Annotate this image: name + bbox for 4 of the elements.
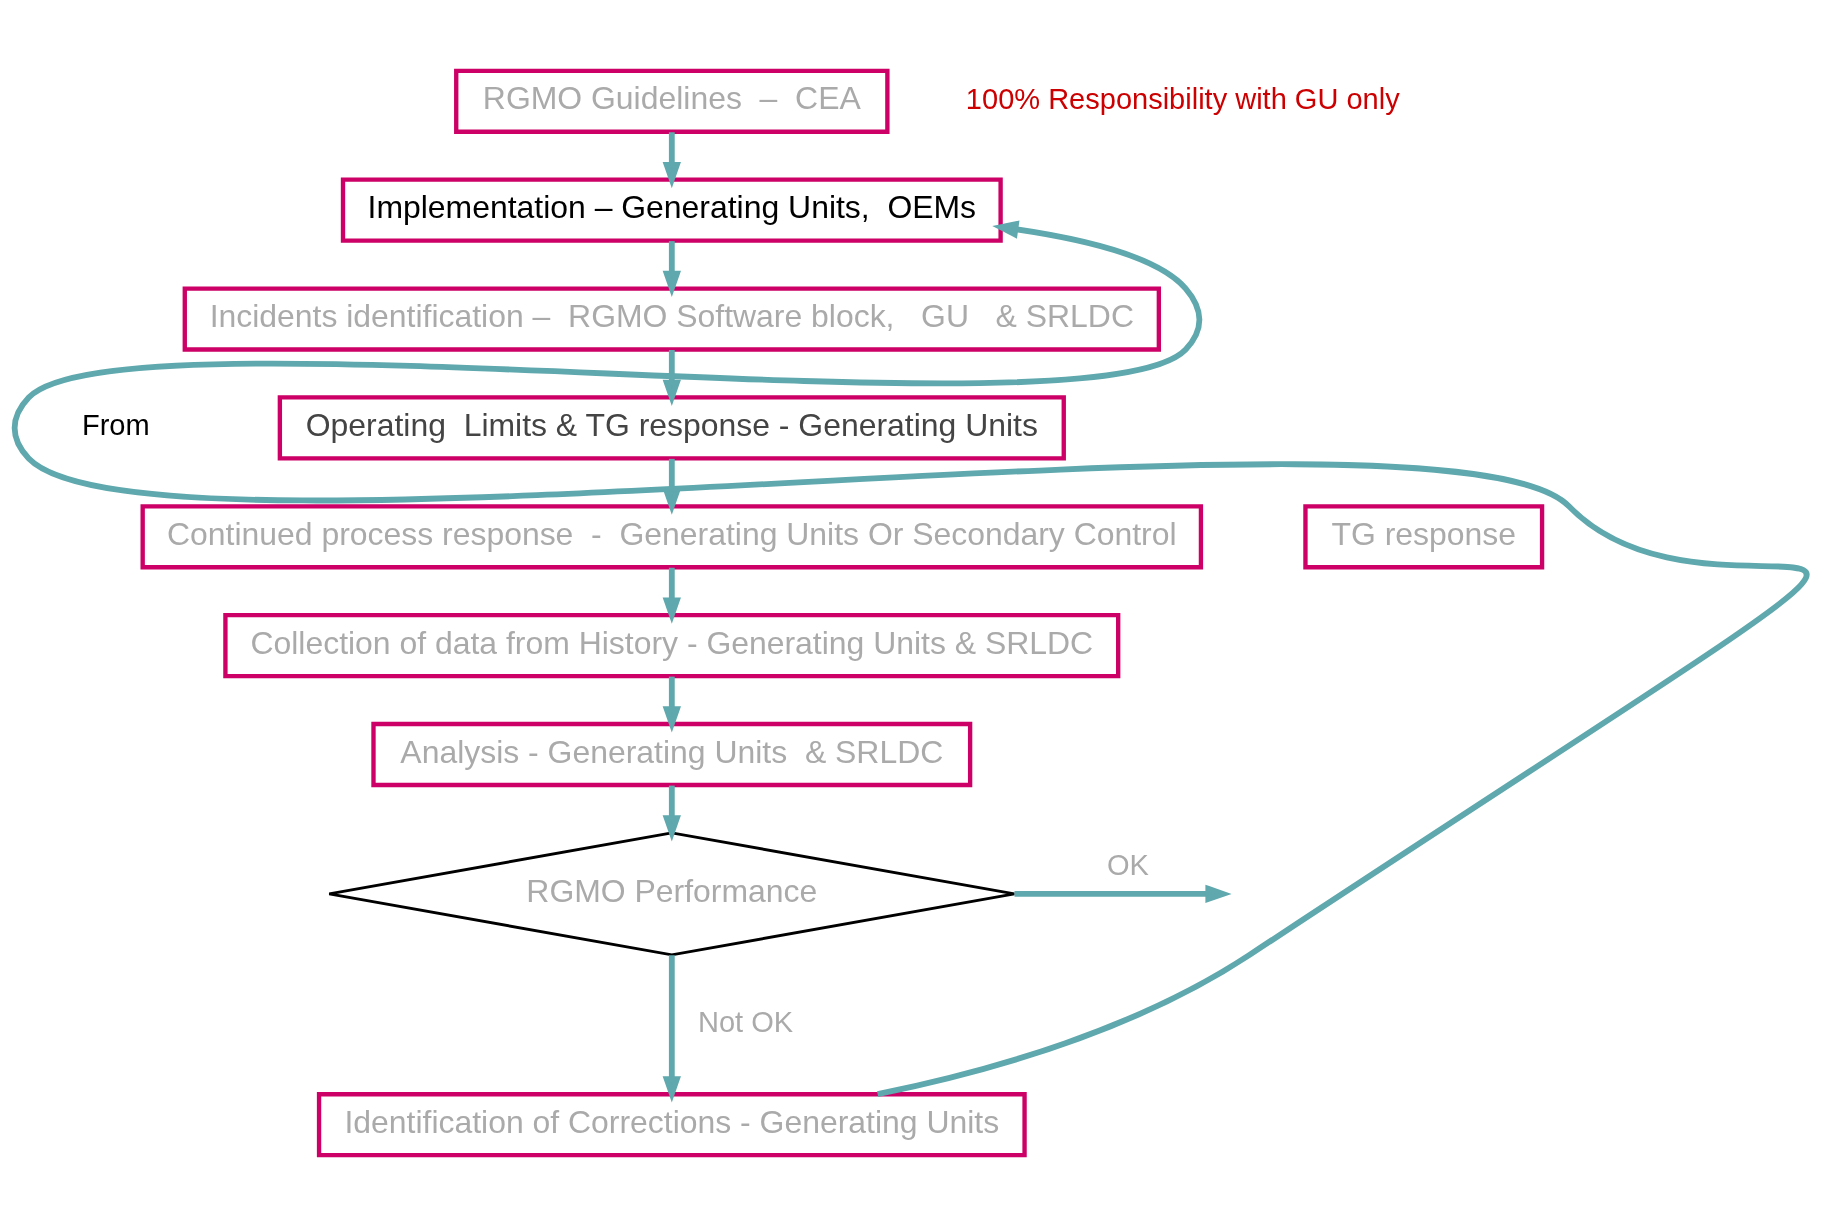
arrow <box>662 132 681 189</box>
node-box: Identification of Corrections - Generating Units <box>316 1092 1027 1158</box>
label: 100% Responsibility with GU only <box>965 82 1400 115</box>
node-box: RGMO Guidelines – CEA <box>454 68 890 134</box>
